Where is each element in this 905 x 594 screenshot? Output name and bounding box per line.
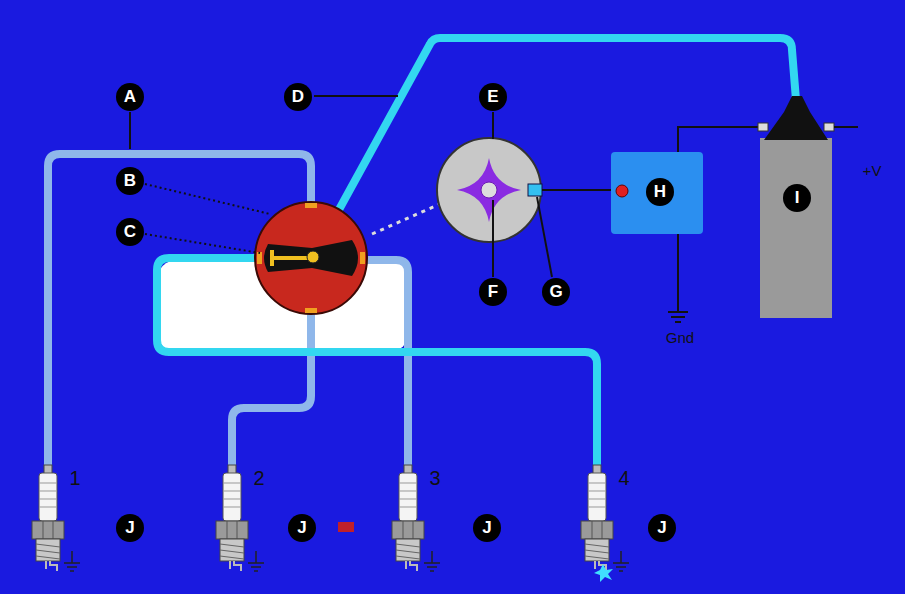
callout-letter: D: [284, 83, 312, 111]
callout-letter: C: [116, 218, 144, 246]
callout-letter: B: [116, 167, 144, 195]
plug-number: 4: [618, 467, 629, 490]
callout-letter: H: [646, 178, 674, 206]
callout-letter: A: [116, 83, 144, 111]
callout-letter: J: [116, 514, 144, 542]
callout-letter: J: [473, 514, 501, 542]
callout-letter: J: [648, 514, 676, 542]
supply-label: +V: [863, 162, 882, 179]
callout-letter: F: [479, 278, 507, 306]
plug-number: 3: [429, 467, 440, 490]
callout-letter: I: [783, 184, 811, 212]
callout-letter: E: [479, 83, 507, 111]
ground-label: Gnd: [666, 329, 694, 346]
callout-letter: J: [288, 514, 316, 542]
callout-letter: G: [542, 278, 570, 306]
plug-number: 2: [253, 467, 264, 490]
plug-number: 1: [69, 467, 80, 490]
